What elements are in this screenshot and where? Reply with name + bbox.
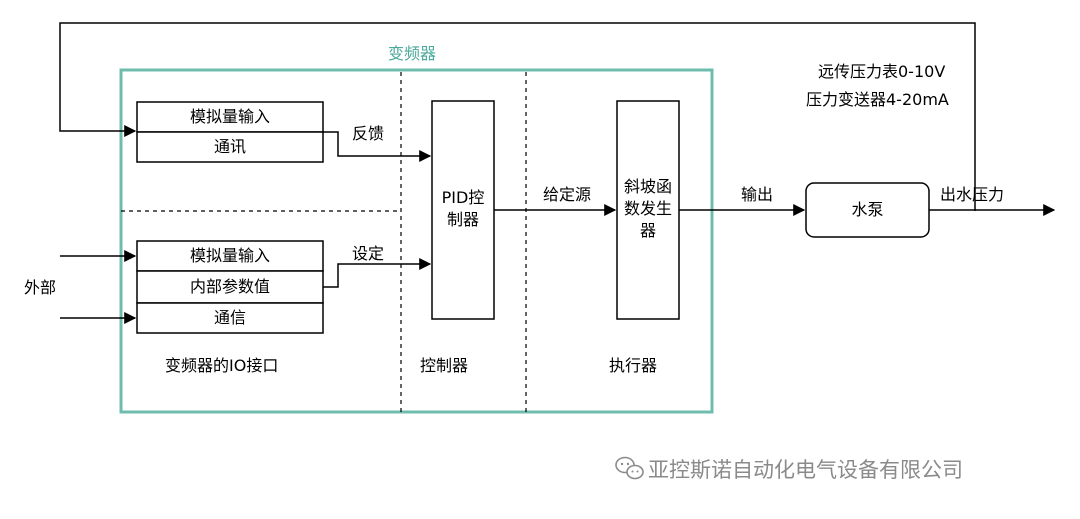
watermark-text: 亚控斯诺自动化电气设备有限公司: [648, 458, 963, 482]
io-top-box-1: [136, 101, 324, 133]
feedback-arrow: [323, 131, 432, 162]
setpoint-arrow: [323, 258, 432, 288]
io-bottom-item-2: 内部参数值: [189, 277, 270, 296]
io-bottom-item-1: 模拟量输入: [189, 246, 270, 265]
io-bottom-box-3: [136, 302, 324, 334]
feedback-source-line-2: 压力变送器4-20mA: [806, 90, 949, 109]
feedback-label: 反馈: [352, 124, 385, 143]
io-section-label: 变频器的IO接口: [165, 356, 279, 375]
outlet-pressure-label: 出水压力: [940, 185, 1005, 204]
io-bottom-item-3: 通信: [213, 308, 246, 327]
feedback-loop-line: [59, 22, 976, 211]
io-top-box-2: [136, 131, 324, 163]
vfd-title: 变频器: [388, 44, 437, 63]
reference-label: 给定源: [543, 185, 592, 204]
pid-box: [431, 100, 495, 320]
external-label: 外部: [24, 278, 57, 297]
ramp-box-text: 斜坡函 数发生 器: [623, 177, 672, 240]
vfd-frame: [119, 68, 714, 414]
output-label: 输出: [741, 185, 774, 204]
io-bottom-box-1: [136, 240, 324, 272]
feedback-source-line-1: 远传压力表0-10V: [818, 62, 946, 81]
controller-label: 控制器: [420, 356, 469, 375]
io-top-item-2: 通讯: [213, 137, 246, 156]
pump-label: 水泵: [851, 200, 884, 219]
actuator-label: 执行器: [609, 356, 658, 375]
io-bottom-box-2: [136, 270, 324, 304]
setpoint-label: 设定: [352, 244, 385, 263]
pid-box-text: PID控 制器: [441, 188, 485, 229]
io-top-item-1: 模拟量输入: [189, 107, 270, 126]
wechat-icon: [615, 456, 644, 480]
